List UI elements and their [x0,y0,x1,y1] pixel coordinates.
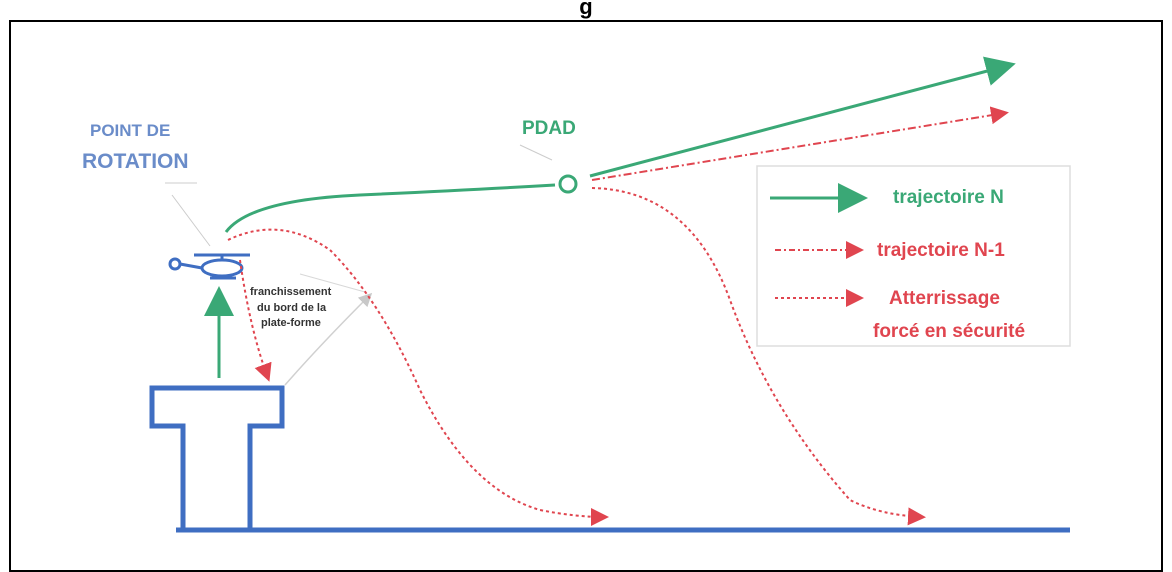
trajectory-n [224,183,556,233]
rotation-label-line2: ROTATION [82,150,189,173]
legend-item-forced-landing-line1: Atterrissage [889,288,1000,309]
helicopter-icon [168,253,250,280]
forced-landing-arc [227,228,609,526]
legend: trajectoire N trajectoire N-1 Atterrissa… [756,165,1071,347]
legend-item-forced-landing-line2: forcé en sécurité [873,321,1025,342]
legend-item-trajectory-n1: trajectoire N-1 [877,240,1005,261]
pdad-point [558,174,578,194]
crossing-label-line3: plate-forme [261,317,321,329]
forced-landing-on-platform [239,259,272,382]
crossing-label-line2: du bord de la [257,302,327,314]
helideck-platform [149,385,285,530]
diagram-title: g [579,0,593,19]
crossing-label-line1: franchissement [250,286,332,298]
forced-landing-from-pdad [591,187,926,526]
trajectory-n1 [591,106,1009,181]
diagram-page: g [9,0,1163,572]
flight-diagram-svg: POINT DE ROTATION PDAD franchissement du… [82,56,1071,533]
rotation-label-line1: POINT DE [90,121,170,140]
pdad-label: PDAD [522,118,576,139]
legend-item-trajectory-n: trajectoire N [893,187,1004,208]
